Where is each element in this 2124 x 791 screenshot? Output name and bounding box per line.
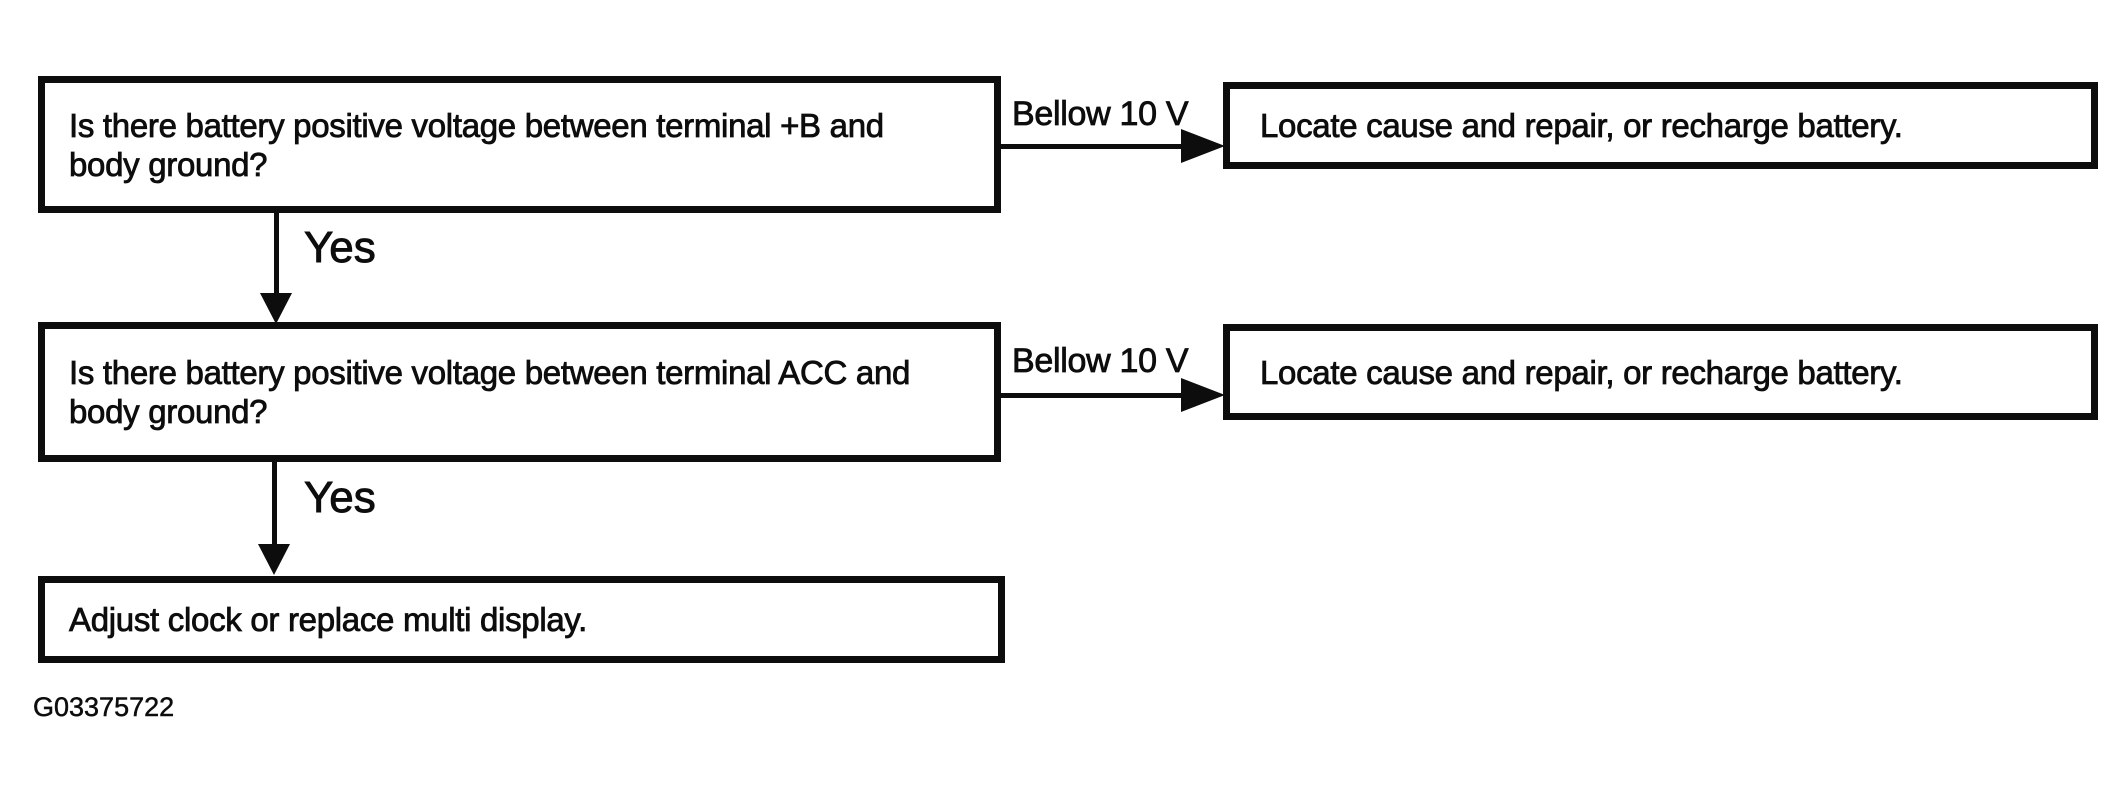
edge-label-yes-1: Yes: [304, 223, 377, 272]
action-box-recharge-battery-2-text: Locate cause and repair, or recharge bat…: [1260, 353, 1904, 391]
decision-box-terminal-acc: Is there battery positive voltage betwee…: [38, 322, 1001, 462]
connector-line-q1-to-q2: [274, 213, 279, 295]
decision-box-terminal-b-line1: Is there battery positive voltage betwee…: [69, 106, 885, 144]
edge-label-below-10v-1: Bellow 10 V: [1012, 95, 1189, 133]
arrow-down-head-1: [260, 293, 292, 324]
arrow-right-head-1: [1181, 129, 1225, 163]
action-box-recharge-battery-1: Locate cause and repair, or recharge bat…: [1223, 82, 2098, 169]
decision-box-terminal-acc-line1: Is there battery positive voltage betwee…: [69, 354, 911, 392]
end-box-adjust-clock-text: Adjust clock or replace multi display.: [69, 601, 588, 639]
connector-line-q2-to-r2: [1001, 393, 1185, 398]
arrow-down-head-2: [258, 544, 290, 575]
action-box-recharge-battery-1-text: Locate cause and repair, or recharge bat…: [1260, 107, 1904, 145]
end-box-adjust-clock: Adjust clock or replace multi display.: [38, 576, 1005, 663]
edge-label-below-10v-2: Bellow 10 V: [1012, 342, 1189, 380]
decision-box-terminal-b-line2: body ground?: [69, 145, 268, 183]
edge-label-yes-2: Yes: [304, 473, 377, 522]
decision-box-terminal-b: Is there battery positive voltage betwee…: [38, 76, 1001, 213]
decision-box-terminal-acc-line2: body ground?: [69, 393, 268, 431]
connector-line-q2-to-end: [272, 462, 277, 546]
figure-code: G03375722: [33, 692, 175, 722]
arrow-right-head-2: [1181, 378, 1225, 412]
connector-line-q1-to-r1: [1001, 144, 1185, 149]
action-box-recharge-battery-2: Locate cause and repair, or recharge bat…: [1223, 324, 2098, 420]
